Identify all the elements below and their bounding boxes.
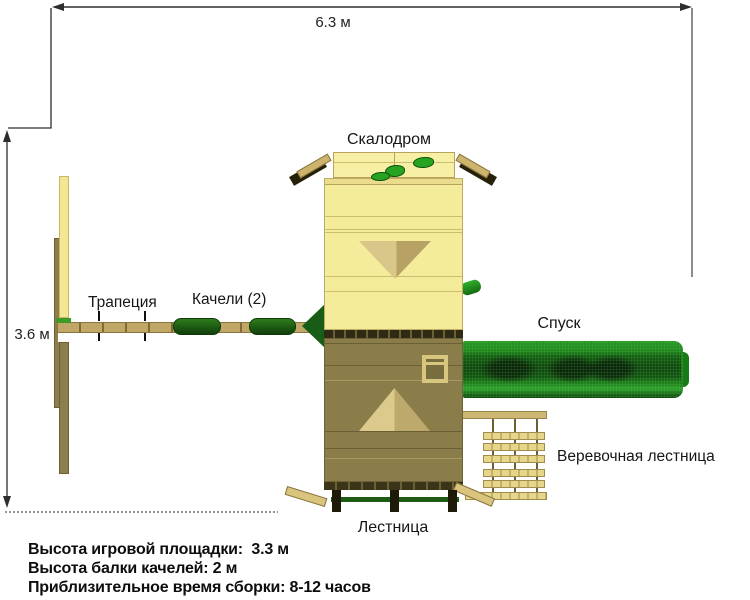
rope-ladder-rung xyxy=(483,480,545,488)
plank-seam xyxy=(325,380,462,381)
anchor-foot xyxy=(332,490,341,512)
rope-ladder-label: Веревочная лестница xyxy=(557,448,715,465)
plank-seam xyxy=(325,291,462,292)
slide xyxy=(462,341,689,398)
climbing-hold xyxy=(371,172,390,181)
slide-label: Спуск xyxy=(537,315,581,332)
plank-seam xyxy=(325,229,462,230)
tower-lower-wall xyxy=(324,338,463,482)
plank-seam xyxy=(325,458,462,459)
trapeze-rope-mark xyxy=(98,329,100,341)
trapeze-label: Трапеция xyxy=(88,294,157,311)
width-dimension-label: 6.3 м xyxy=(315,14,351,31)
spec-text-block: Высота игровой площадки: 3.3 м Высота ба… xyxy=(28,541,371,597)
arrow-right-icon xyxy=(680,3,692,11)
base-brace-left xyxy=(284,486,328,507)
rope-ladder-rung xyxy=(483,432,545,440)
plank-seam xyxy=(325,431,462,432)
base-rail xyxy=(324,482,463,490)
anchor-foot xyxy=(390,490,399,512)
swing-seat-1 xyxy=(173,318,221,335)
spec-playground-height: Высота игровой площадки: 3.3 м xyxy=(28,541,289,558)
aframe-top-beam xyxy=(59,176,69,318)
window-bar xyxy=(426,362,444,365)
width-arrow-icons xyxy=(52,3,692,11)
plank-seam xyxy=(325,365,462,366)
climbing-hold xyxy=(413,157,434,168)
swings-label: Качели (2) xyxy=(192,291,267,308)
arrow-up-icon xyxy=(3,130,11,142)
trapeze-rope-mark xyxy=(98,311,100,321)
plank-seam xyxy=(325,232,462,233)
ladder-label: Лестница xyxy=(357,519,429,536)
rope-ladder-beam xyxy=(462,411,547,419)
deck-edge xyxy=(325,179,462,185)
aframe-leg-right xyxy=(59,342,69,474)
tower-window xyxy=(422,355,448,383)
climbing-wall-label: Скалодром xyxy=(347,131,431,148)
trapeze-rope-mark xyxy=(144,329,146,341)
roof-peak-marker xyxy=(359,241,431,279)
trapeze-rope-mark xyxy=(144,311,146,321)
arrow-left-icon xyxy=(52,3,64,11)
spec-swing-beam-height: Высота балки качелей: 2 м xyxy=(28,559,238,577)
arrow-down-icon xyxy=(3,496,11,508)
deck-shadow-strip xyxy=(324,330,463,338)
beam-bracket xyxy=(56,318,71,323)
plank-seam xyxy=(325,448,462,449)
plank-seam xyxy=(325,216,462,217)
rope-ladder-rung xyxy=(483,443,545,451)
spec-assembly-time: Приблизительное время сборки: 8-12 часов xyxy=(28,578,371,596)
plank-seam xyxy=(325,343,462,344)
depth-dimension-label: 3.6 м xyxy=(14,326,50,343)
slide-wave xyxy=(586,355,638,383)
swing-seat-2 xyxy=(249,318,296,335)
beam-aframe-bracket xyxy=(302,304,325,348)
climbing-hold xyxy=(385,165,405,177)
anchor-foot xyxy=(448,490,457,512)
panel-seam-line xyxy=(334,162,454,163)
rope-ladder-rung xyxy=(483,469,545,477)
depth-arrow-icons xyxy=(3,130,11,508)
roof-peak-marker xyxy=(359,388,430,431)
slide-wave xyxy=(480,355,538,383)
rope-ladder-rung xyxy=(483,455,545,463)
slide-texture xyxy=(462,341,683,398)
tower-upper-deck xyxy=(324,178,463,330)
aframe-joint-gap xyxy=(58,330,69,342)
slide-end-cap xyxy=(681,352,689,387)
